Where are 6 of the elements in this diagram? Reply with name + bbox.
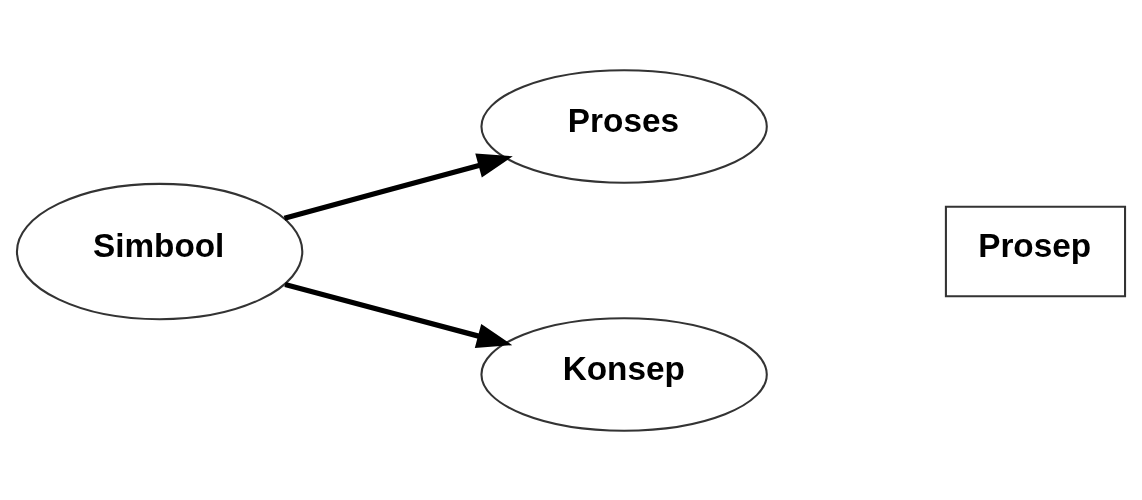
node-ellipse: Simbool bbox=[15, 182, 304, 320]
node-box: Prosep bbox=[944, 205, 1127, 297]
arrow bbox=[283, 153, 513, 221]
arrow bbox=[284, 281, 513, 348]
node-ellipse: Konsep bbox=[480, 316, 768, 432]
node-ellipse: Proses bbox=[480, 68, 768, 184]
